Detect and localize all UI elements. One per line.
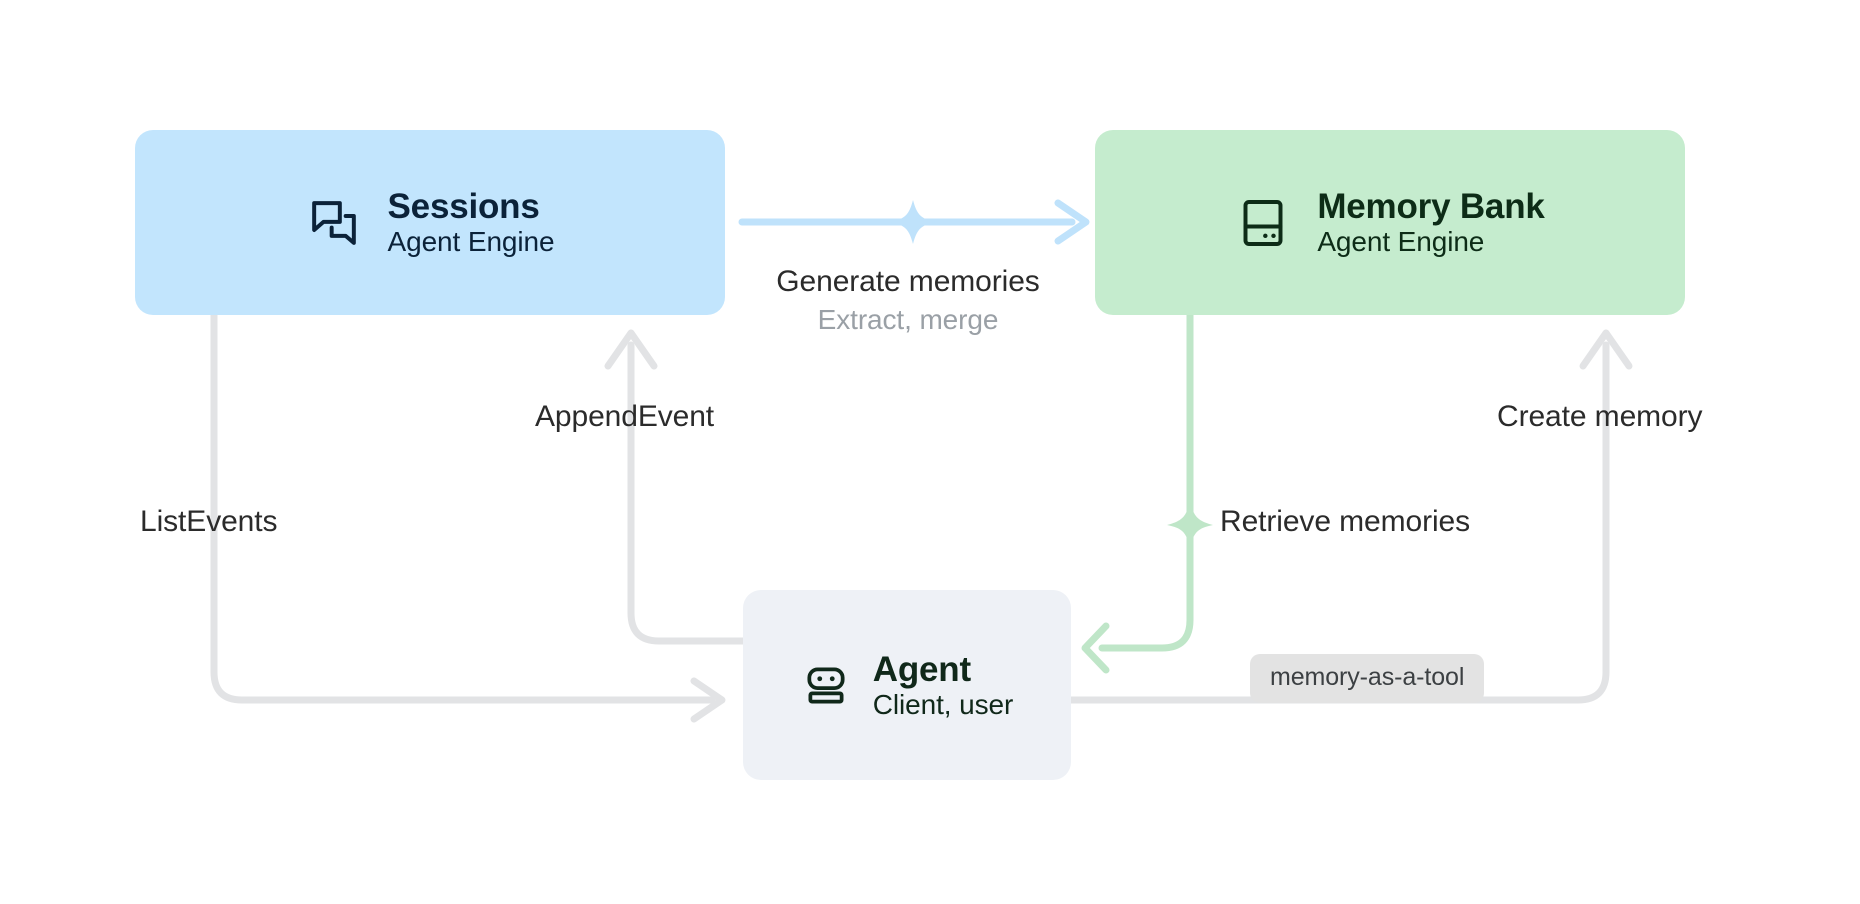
sparkle-icon-retrieve [1167, 502, 1213, 547]
edge-append-event [627, 341, 747, 645]
node-agent-title: Agent [872, 649, 971, 689]
node-sessions-title: Sessions [387, 187, 540, 227]
node-agent-subtitle: Client, user [872, 688, 1014, 720]
badge-memory-as-a-tool: memory-as-a-tool [1250, 654, 1485, 703]
chat-bubbles-icon [306, 195, 362, 251]
node-memory-bank-text: Memory Bank Agent Engine [1317, 187, 1545, 258]
edge-retrieve-memories-arrowhead [1081, 622, 1110, 674]
node-agent-text: Agent Client, user [872, 649, 1014, 721]
node-sessions[interactable]: Sessions Agent Engine [135, 130, 725, 315]
edge-list-events-arrowhead [690, 677, 726, 723]
edge-label-retrieve-memories: Retrieve memories [1220, 505, 1471, 538]
node-memory-bank[interactable]: Memory Bank Agent Engine [1095, 130, 1685, 315]
edge-list-events [210, 311, 716, 704]
edge-label-create-memory: Create memory [1497, 400, 1703, 433]
node-memory-bank-title: Memory Bank [1317, 187, 1545, 227]
edge-retrieve-memories [1098, 311, 1194, 652]
edge-append-event-arrowhead [604, 329, 658, 370]
edge-label-append-event: AppendEvent [535, 400, 715, 433]
edge-generate-memories-arrowhead [1054, 199, 1090, 245]
node-agent[interactable]: Agent Client, user [743, 590, 1071, 780]
edge-label-generate-memories: Generate memories Extract, merge [776, 265, 1040, 336]
node-memory-bank-subtitle: Agent Engine [1317, 226, 1485, 258]
edge-label-generate-memories-sub: Extract, merge [817, 304, 999, 335]
edge-label-generate-memories-main: Generate memories [776, 265, 1040, 298]
database-icon [1235, 195, 1291, 251]
sparkle-icon-generate [890, 200, 936, 244]
node-sessions-subtitle: Agent Engine [387, 226, 555, 258]
node-sessions-text: Sessions Agent Engine [388, 187, 555, 258]
edge-create-memory-arrowhead [1579, 329, 1633, 370]
edge-label-list-events: ListEvents [140, 505, 278, 538]
robot-icon [801, 660, 851, 710]
